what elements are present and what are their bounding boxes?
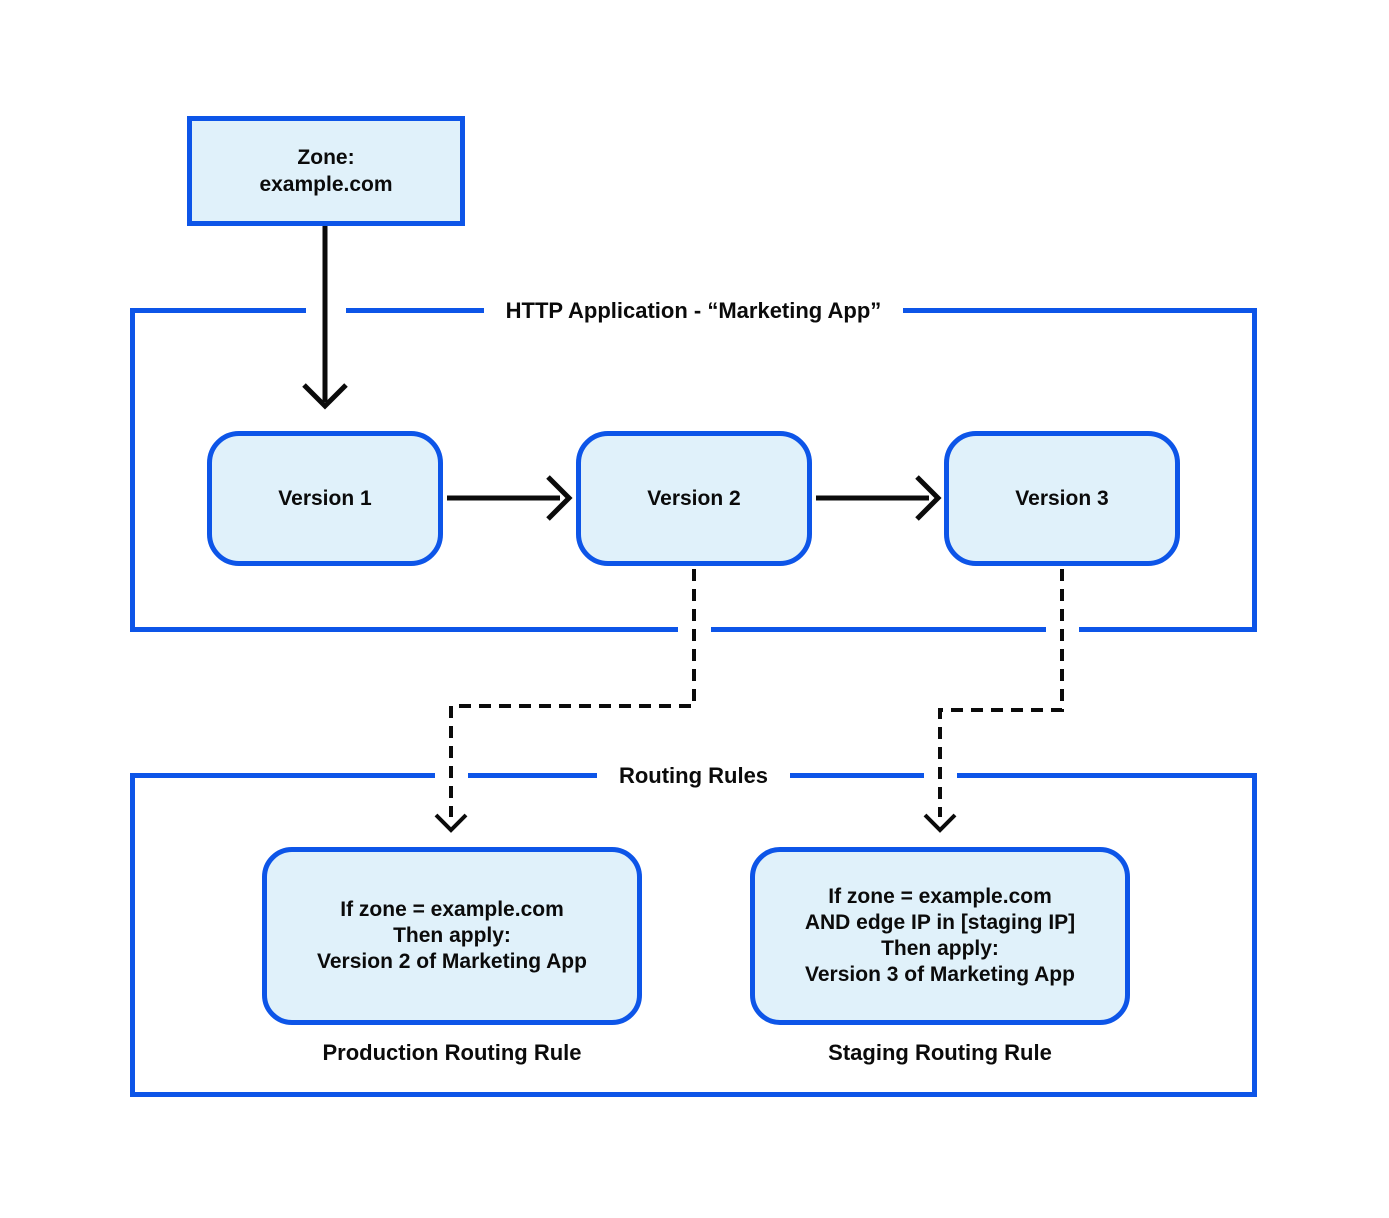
production-rule-caption: Production Routing Rule — [322, 1040, 582, 1065]
zone-label: Zone: — [297, 146, 355, 169]
rule-line: AND edge IP in [staging IP] — [804, 911, 1076, 934]
zone-domain: example.com — [259, 173, 393, 196]
production-rule-box: If zone = example.com Then apply: Versio… — [262, 847, 642, 1025]
rule-line: If zone = example.com — [340, 898, 564, 921]
rule-line: Version 2 of Marketing App — [317, 950, 587, 973]
border-gap-mask — [1046, 623, 1079, 637]
border-gap-mask — [678, 623, 711, 637]
version-1-box: Version 1 — [207, 431, 443, 566]
rule-line: Version 3 of Marketing App — [805, 963, 1075, 986]
version-3-box: Version 3 — [944, 431, 1180, 566]
border-gap-mask — [306, 304, 346, 318]
version-2-label: Version 2 — [647, 486, 741, 510]
rule-line: Then apply: — [393, 924, 511, 947]
version-2-box: Version 2 — [576, 431, 812, 566]
zone-box: Zone: example.com — [187, 116, 465, 226]
rule-line: If zone = example.com — [828, 885, 1052, 908]
version-3-label: Version 3 — [1015, 486, 1109, 510]
border-gap-mask — [924, 769, 957, 783]
rule-line: Then apply: — [881, 937, 999, 960]
staging-rule-box: If zone = example.com AND edge IP in [st… — [750, 847, 1130, 1025]
staging-rule-caption: Staging Routing Rule — [828, 1040, 1052, 1065]
border-gap-mask — [435, 769, 468, 783]
version-1-label: Version 1 — [278, 486, 372, 510]
